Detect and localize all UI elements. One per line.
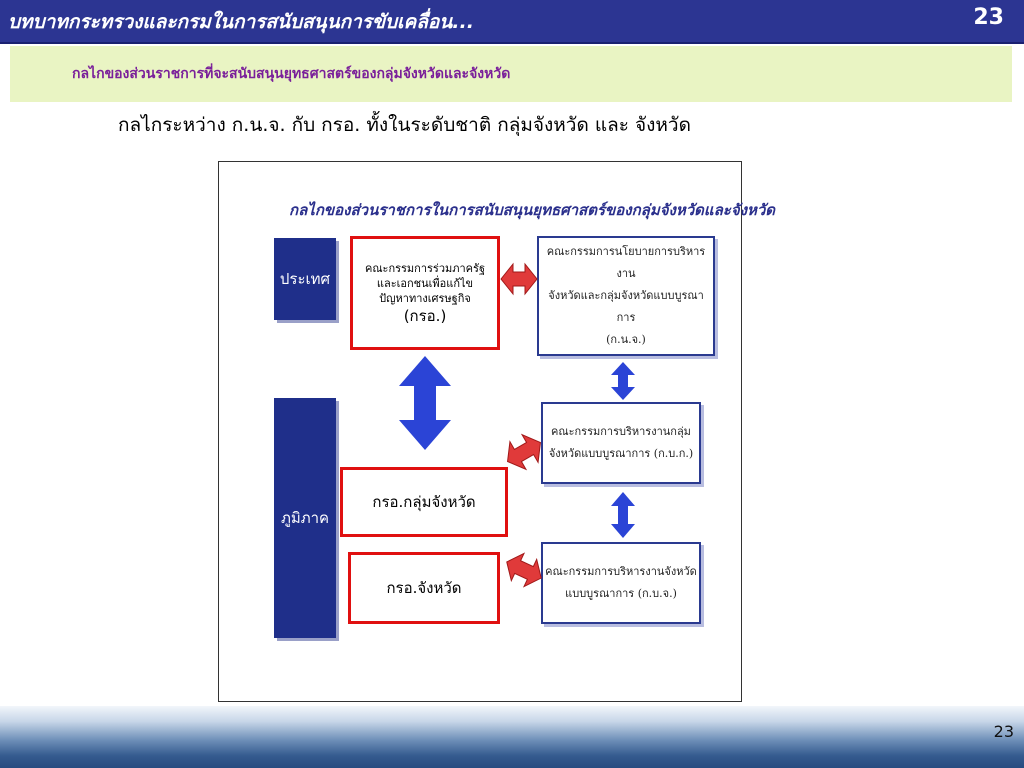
double-arrow-knj-kbk-shape	[611, 362, 635, 400]
kro-national-line1: คณะกรรมการร่วมภาครัฐ	[364, 261, 486, 275]
double-arrow-vertical-large-icon	[399, 356, 451, 450]
kro-national-line2: และเอกชนเพื่อแก้ไข	[376, 276, 474, 290]
kro-group-label: กรอ.กลุ่มจังหวัด	[372, 493, 476, 511]
region-label-region: ภูมิภาค	[280, 509, 330, 527]
diagram-title: กลไกของส่วนราชการในการสนับสนุนยุทธศาสตร์…	[289, 201, 775, 219]
slide-heading: กลไกระหว่าง ก.น.จ. กับ กรอ. ทั้งในระดับช…	[118, 114, 691, 136]
region-bar-region: ภูมิภาค	[274, 398, 336, 638]
kbk-box: คณะกรรมการบริหารงานกลุ่ม จังหวัดแบบบูรณา…	[541, 402, 701, 484]
header-page-number: 23	[973, 5, 1004, 30]
kro-province-box: กรอ.จังหวัด	[348, 552, 500, 624]
kro-national-abbr: (กรอ.)	[403, 306, 447, 325]
double-arrow-red-province-shape	[506, 552, 542, 588]
region-label-country: ประเทศ	[279, 270, 331, 288]
double-arrow-red-national-icon	[500, 262, 538, 296]
double-arrow-vertical-large-shape	[399, 356, 451, 450]
header-bar: บทบาทกระทรวงและกรมในการสนับสนุนการขับเคล…	[0, 0, 1024, 44]
double-arrow-red-national-shape	[500, 262, 538, 296]
double-arrow-kbk-kbj-shape	[611, 492, 635, 538]
kro-national-box: คณะกรรมการร่วมภาครัฐ และเอกชนเพื่อแก้ไข …	[350, 236, 500, 350]
subtitle-text: กลไกของส่วนราชการที่จะสนับสนุนยุทธศาสตร์…	[72, 66, 511, 82]
kro-group-box: กรอ.กลุ่มจังหวัด	[340, 467, 508, 537]
knj-line2: จังหวัดและกลุ่มจังหวัดแบบบูรณาการ	[548, 289, 704, 324]
kbj-line2: แบบบูรณาการ (ก.บ.จ.)	[565, 587, 677, 600]
double-arrow-vertical-kbk-kbj-icon	[611, 492, 635, 538]
kbk-line2: จังหวัดแบบบูรณาการ (ก.บ.ก.)	[548, 447, 694, 460]
knj-line3: (ก.น.จ.)	[606, 333, 646, 346]
double-arrow-red-province-icon	[506, 552, 542, 588]
knj-line1: คณะกรรมการนโยบายการบริหารงาน	[546, 245, 706, 280]
kbk-line1: คณะกรรมการบริหารงานกลุ่ม	[551, 425, 691, 438]
double-arrow-red-group-shape	[507, 433, 541, 471]
footer-page-number: 23	[993, 722, 1014, 741]
kro-province-label: กรอ.จังหวัด	[386, 579, 462, 597]
footer-band: 23	[0, 706, 1024, 768]
kro-national-line3: ปัญหาทางเศรษฐกิจ	[379, 291, 471, 305]
diagram-frame: กลไกของส่วนราชการในการสนับสนุนยุทธศาสตร์…	[218, 161, 775, 702]
double-arrow-vertical-knj-kbk-icon	[611, 362, 635, 400]
kbj-line1: คณะกรรมการบริหารงานจังหวัด	[545, 565, 697, 578]
header-title: บทบาทกระทรวงและกรมในการสนับสนุนการขับเคล…	[8, 11, 474, 33]
kbj-box: คณะกรรมการบริหารงานจังหวัด แบบบูรณาการ (…	[541, 542, 701, 624]
subtitle-band: กลไกของส่วนราชการที่จะสนับสนุนยุทธศาสตร์…	[10, 46, 1012, 102]
knj-box: คณะกรรมการนโยบายการบริหารงาน จังหวัดและก…	[537, 236, 715, 356]
double-arrow-red-group-icon	[507, 433, 541, 471]
region-bar-country: ประเทศ	[274, 238, 336, 320]
